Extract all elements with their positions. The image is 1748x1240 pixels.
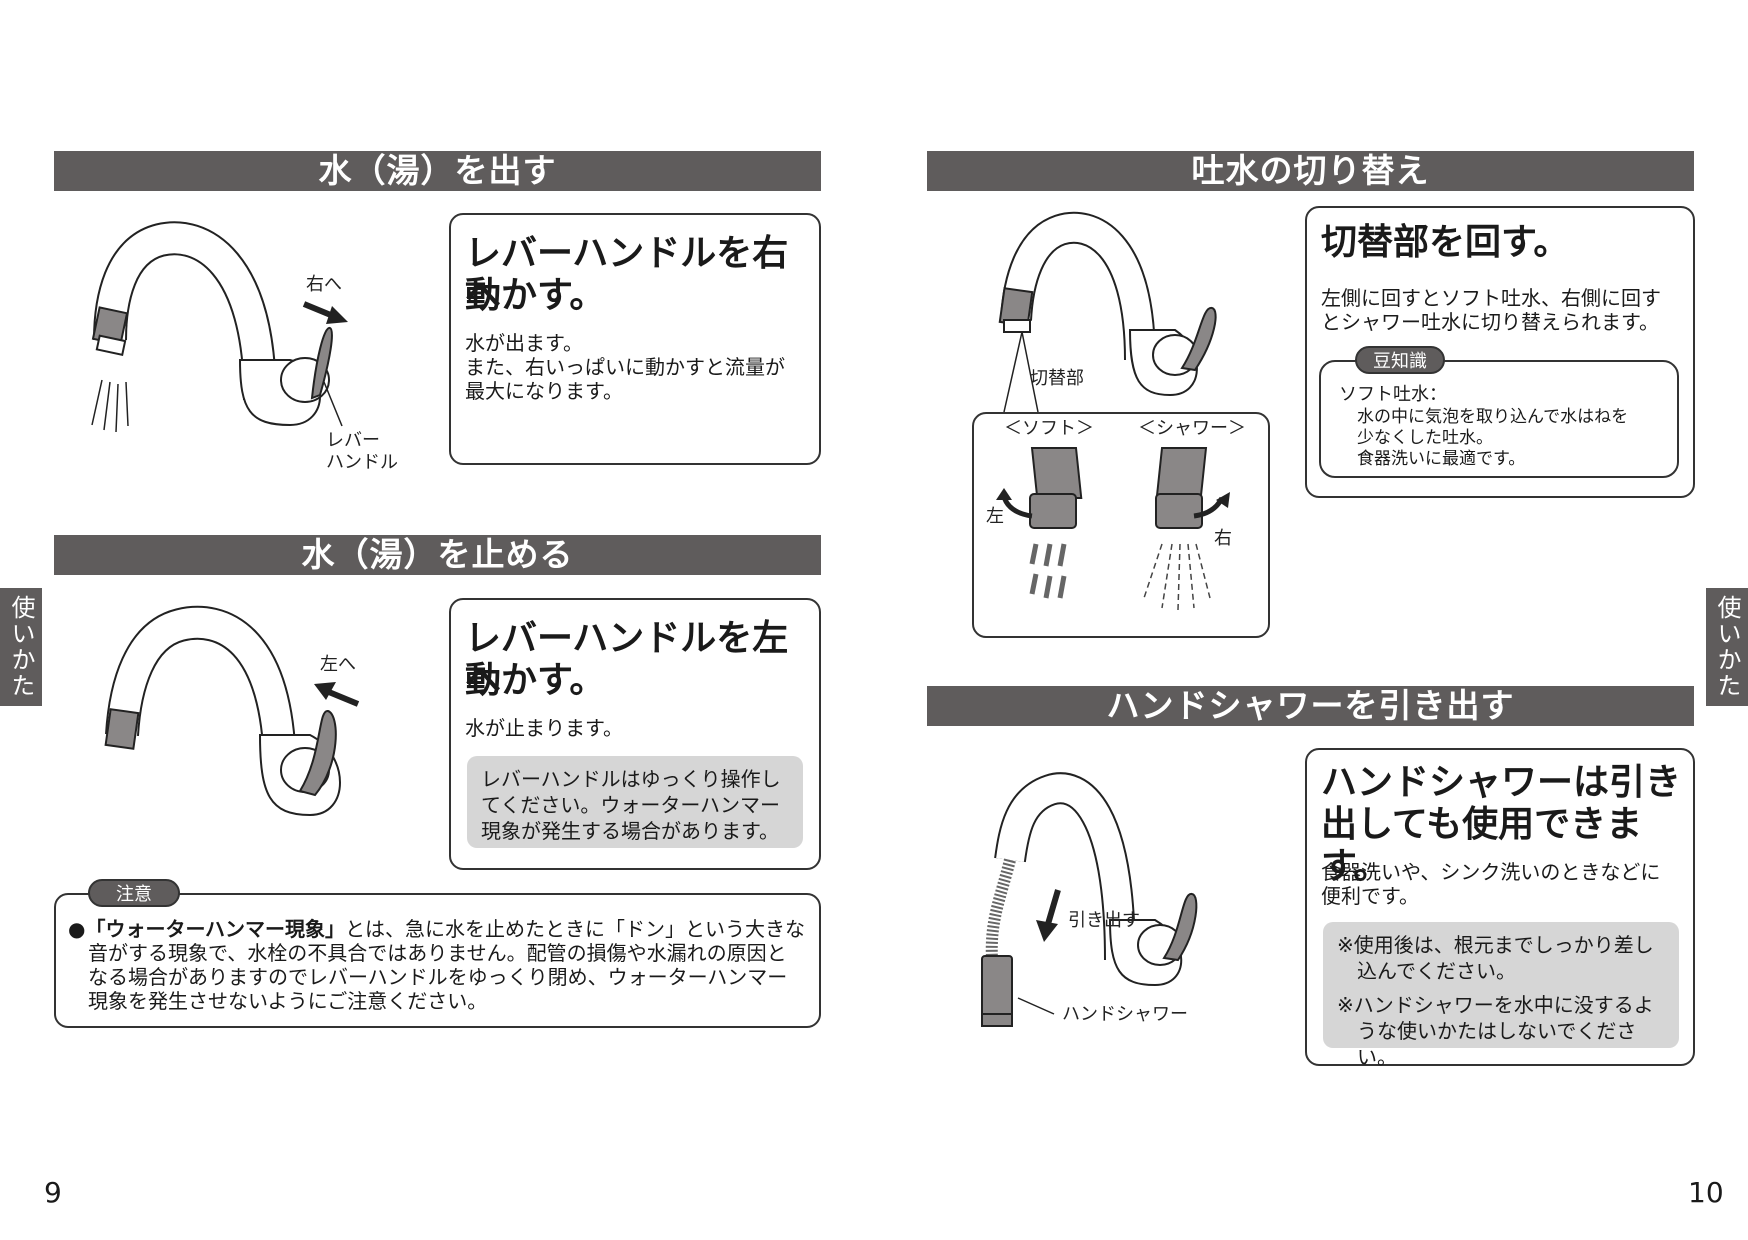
right-label: 右 — [1214, 528, 1232, 549]
tip-text: 食器洗いに最適です。 — [1357, 449, 1526, 469]
switch-label: 切替部 — [1030, 368, 1084, 389]
caution-label: 注意 — [88, 879, 180, 907]
instruction-heading: レバーハンドルを左へ — [465, 618, 789, 701]
section-title: ハンドシャワーを引き出す — [1106, 686, 1515, 725]
caution-box: ●「ウォーターハンマー現象」とは、急に水を止めたときに「ドン」という大きな 音が… — [54, 893, 821, 1028]
note-text: レバーハンドルはゆっくり操作し — [481, 767, 781, 791]
arrow-right-icon — [302, 301, 348, 324]
instruction-box: レバーハンドルを左へ 動かす。 水が止まります。 レバーハンドルはゆっくり操作し… — [449, 598, 821, 870]
instruction-text: 水が出ます。 — [465, 331, 583, 355]
side-tab: 使いかた — [1706, 588, 1748, 706]
leader-line — [1017, 997, 1055, 1015]
instruction-box: ハンドシャワーは引き 出しても使用できます。 食器洗いや、シンク洗いのときなどに… — [1305, 748, 1695, 1069]
side-tab: 使いかた — [0, 588, 42, 706]
spray-mode-panel: ＜ソフト＞ ＜シャワー＞ 左 右 — [972, 412, 1270, 638]
instruction-box: レバーハンドルを右へ 動かす。 水が出ます。 また、右いっぱいに動かすと流量が … — [449, 213, 821, 465]
note-text: ※ハンドシャワーを水中に没するよ — [1337, 993, 1654, 1017]
instruction-text: 最大になります。 — [465, 379, 623, 403]
shower-spray-illustration — [1143, 447, 1211, 611]
tip-box: ソフト吐水： 水の中に気泡を取り込んで水はねを 少なくした吐水。 食器洗いに最適… — [1319, 360, 1679, 478]
lever-label: ハンドル — [326, 452, 398, 473]
hand-shower-illustration — [981, 772, 1198, 1027]
note-text: ※使用後は、根元までしっかり差し — [1337, 933, 1654, 957]
instruction-text: 左側に回すとソフト吐水、右側に回す — [1321, 286, 1661, 310]
instruction-text: 食器洗いや、シンク洗いのときなどに — [1321, 860, 1661, 884]
section-title: 水（湯）を出す — [318, 151, 557, 190]
rotate-right-icon — [1193, 492, 1230, 519]
direction-label: 右へ — [306, 274, 342, 295]
instruction-text: とシャワー吐水に切り替えられます。 — [1321, 310, 1659, 334]
section-title-bar: 水（湯）を出す — [54, 151, 821, 191]
note-text: てください。ウォーターハンマー — [481, 793, 780, 817]
note-box: レバーハンドルはゆっくり操作し てください。ウォーターハンマー 現象が発生する場… — [467, 756, 803, 848]
section-title-bar: 水（湯）を止める — [54, 535, 821, 575]
instruction-heading: 出しても使用できます。 — [1321, 804, 1643, 887]
instruction-text: 水が止まります。 — [465, 716, 623, 740]
instruction-heading: ハンドシャワーは引き — [1321, 762, 1682, 803]
direction-label: 左へ — [320, 654, 356, 675]
caution-text: とは、急に水を止めたときに「ドン」という大きな — [345, 917, 806, 941]
instruction-text: また、右いっぱいに動かすと流量が — [465, 355, 785, 379]
instruction-heading: 動かす。 — [465, 660, 606, 701]
section-title-bar: ハンドシャワーを引き出す — [927, 686, 1694, 726]
tip-text: 水の中に気泡を取り込んで水はねを — [1357, 407, 1629, 427]
caution-line: ●「ウォーターハンマー現象」とは、急に水を止めたときに「ドン」という大きな — [68, 917, 813, 941]
rotate-left-icon — [996, 488, 1033, 519]
page-number: 10 — [1688, 1176, 1724, 1209]
section-title: 水（湯）を止める — [301, 535, 574, 574]
tip-text: 少なくした吐水。 — [1357, 428, 1493, 448]
caution-term: 「ウォーターハンマー現象」 — [85, 917, 346, 941]
arrow-left-icon — [314, 682, 360, 707]
page-number: 9 — [44, 1176, 62, 1209]
instruction-box: 切替部を回す。 左側に回すとソフト吐水、右側に回す とシャワー吐水に切り替えられ… — [1305, 206, 1695, 498]
left-label: 左 — [986, 506, 1004, 527]
section-title: 吐水の切り替え — [1191, 151, 1430, 190]
instruction-heading: 切替部を回す。 — [1321, 222, 1570, 263]
note-text: 現象が発生する場合があります。 — [481, 819, 779, 843]
faucet-illustration — [91, 221, 333, 433]
instruction-heading: レバーハンドルを右へ — [465, 233, 789, 316]
pull-label: 引き出す — [1068, 910, 1140, 931]
instruction-heading: 動かす。 — [465, 275, 606, 316]
callout-line — [1003, 331, 1039, 413]
section-title-bar: 吐水の切り替え — [927, 151, 1694, 191]
shower-mode-label: ＜シャワー＞ — [1138, 418, 1246, 439]
note-text: 込んでください。 — [1357, 959, 1516, 983]
hand-shower-label: ハンドシャワー — [1062, 1004, 1188, 1025]
lever-label: レバー — [326, 430, 380, 451]
note-text: うな使いかたはしないでください。 — [1357, 1019, 1637, 1069]
caution-line: なる場合がありますのでレバーハンドルをゆっくり閉め、ウォーターハンマー — [88, 965, 788, 989]
soft-mode-label: ＜ソフト＞ — [1004, 418, 1094, 439]
bullet: ● — [68, 917, 86, 941]
tip-text: ソフト吐水： — [1339, 384, 1447, 405]
instruction-text: 便利です。 — [1321, 884, 1419, 908]
tip-label: 豆知識 — [1355, 346, 1445, 374]
soft-spray-illustration — [1029, 447, 1083, 599]
arrow-down-icon — [1036, 889, 1061, 942]
faucet-illustration — [104, 605, 341, 817]
note-box: ※使用後は、根元までしっかり差し 込んでください。 ※ハンドシャワーを水中に没す… — [1323, 922, 1679, 1069]
faucet-illustration — [998, 211, 1217, 397]
caution-line: 現象を発生させないようにご注意ください。 — [88, 989, 488, 1013]
leader-line — [323, 381, 343, 427]
caution-line: 音がする現象で、水栓の不具合ではありません。配管の損傷や水漏れの原因と — [88, 941, 787, 965]
